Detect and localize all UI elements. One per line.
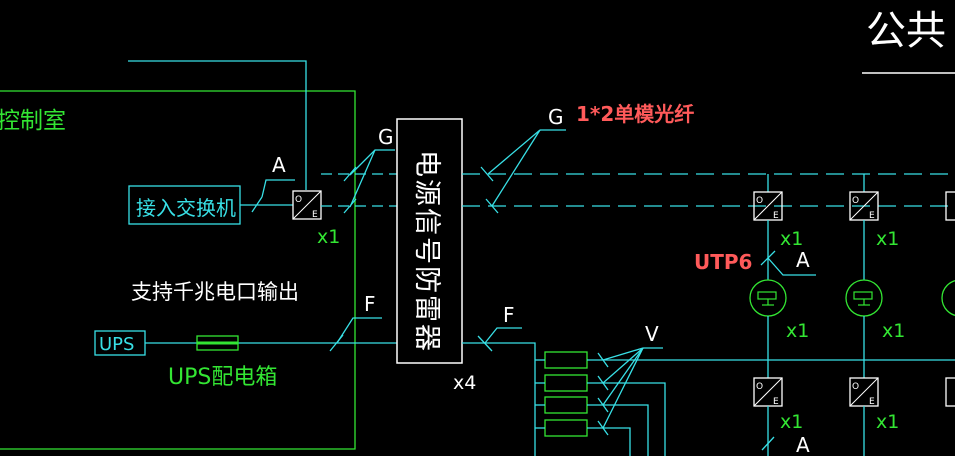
surge-protector-label: 电源信号防雷器 — [411, 150, 442, 353]
converter-row2-1-qty: x1 — [780, 411, 803, 433]
access-switch-label: 接入交换机 — [136, 196, 236, 220]
breaker-2 — [544, 374, 588, 392]
switch-tick — [251, 196, 263, 213]
title-partial: 公共 — [866, 8, 946, 54]
converter-diagonal — [292, 190, 322, 220]
leader-f-right — [484, 327, 522, 344]
v-leader-3 — [602, 347, 644, 406]
utp6-label: UTP6 — [694, 250, 752, 274]
surge-protector-box — [396, 118, 463, 364]
converter-qty: x1 — [317, 226, 340, 248]
converter-field-2-e: E — [869, 211, 875, 221]
label-f-left: F — [364, 292, 376, 316]
power-field-line — [462, 342, 536, 456]
fiber-tick-1 — [343, 166, 357, 182]
gigabit-note: 支持千兆电口输出 — [131, 280, 299, 304]
leader-f-left — [336, 317, 382, 344]
camera-3-icon — [941, 280, 955, 316]
converter-row2-1-o: O — [756, 382, 763, 392]
leader-g-right-1 — [487, 129, 541, 175]
power-tick-right — [477, 335, 493, 352]
fiber-spec-label: 1*2单模光纤 — [576, 102, 694, 126]
converter-field-2-o: O — [852, 196, 859, 206]
converter-field-1-e: E — [773, 211, 779, 221]
camera-1-icon — [749, 279, 787, 317]
converter-control-room — [292, 190, 322, 220]
ups-label: UPS — [99, 334, 134, 355]
surge-qty: x4 — [453, 372, 476, 394]
power-out-3 — [587, 404, 649, 456]
v-leader-4 — [602, 347, 644, 429]
ups-distribution-label: UPS配电箱 — [168, 365, 277, 390]
camera-2-icon — [845, 279, 883, 317]
leader-g-left-2 — [349, 149, 376, 208]
label-a-utp: A — [796, 248, 810, 272]
fiber-tick-3 — [480, 166, 494, 182]
label-g-left: G — [378, 125, 394, 149]
v-leader-2 — [602, 347, 644, 384]
converter-field-3 — [945, 191, 955, 221]
leader-g-right-2 — [491, 129, 541, 207]
label-a-switch: A — [272, 153, 286, 177]
breaker-1 — [544, 351, 588, 369]
converter-row2-2-diag — [849, 377, 879, 407]
converter-field-2-qty: x1 — [876, 228, 899, 250]
camera-1-body — [757, 291, 777, 300]
v-leader-1 — [602, 347, 644, 361]
leader-a-utp — [767, 257, 816, 276]
converter-row2-1-e: E — [773, 397, 779, 407]
power-out-2 — [587, 382, 666, 456]
converter-e: E — [312, 210, 318, 220]
converter-row2-1-diag — [753, 377, 783, 407]
control-room-boundary — [0, 90, 356, 450]
label-a-row2: A — [796, 433, 810, 456]
converter-o: O — [295, 195, 302, 205]
control-room-label: 控制室 — [0, 108, 66, 134]
breaker-3 — [544, 396, 588, 414]
converter-row2-2-qty: x1 — [876, 411, 899, 433]
converter-field-1-o: O — [756, 196, 763, 206]
row2-tick — [761, 436, 775, 451]
converter-row2-3 — [945, 377, 955, 407]
camera-2-body — [853, 291, 873, 300]
top-feeder-line — [128, 60, 307, 190]
leader-g-left — [349, 149, 395, 176]
label-f-right: F — [503, 303, 515, 327]
breaker-4 — [544, 419, 588, 437]
converter-row2-2-e: E — [869, 397, 875, 407]
camera-2-qty: x1 — [882, 320, 905, 342]
converter-field-1-qty: x1 — [780, 228, 803, 250]
converter-row2-2-o: O — [852, 382, 859, 392]
label-v: V — [645, 322, 659, 346]
converter-field-2-diag — [849, 191, 879, 221]
camera-1-qty: x1 — [786, 320, 809, 342]
power-out-4 — [587, 427, 631, 456]
converter-field-1-diag — [753, 191, 783, 221]
switch-leader-a — [261, 179, 295, 198]
label-g-right: G — [548, 105, 564, 129]
